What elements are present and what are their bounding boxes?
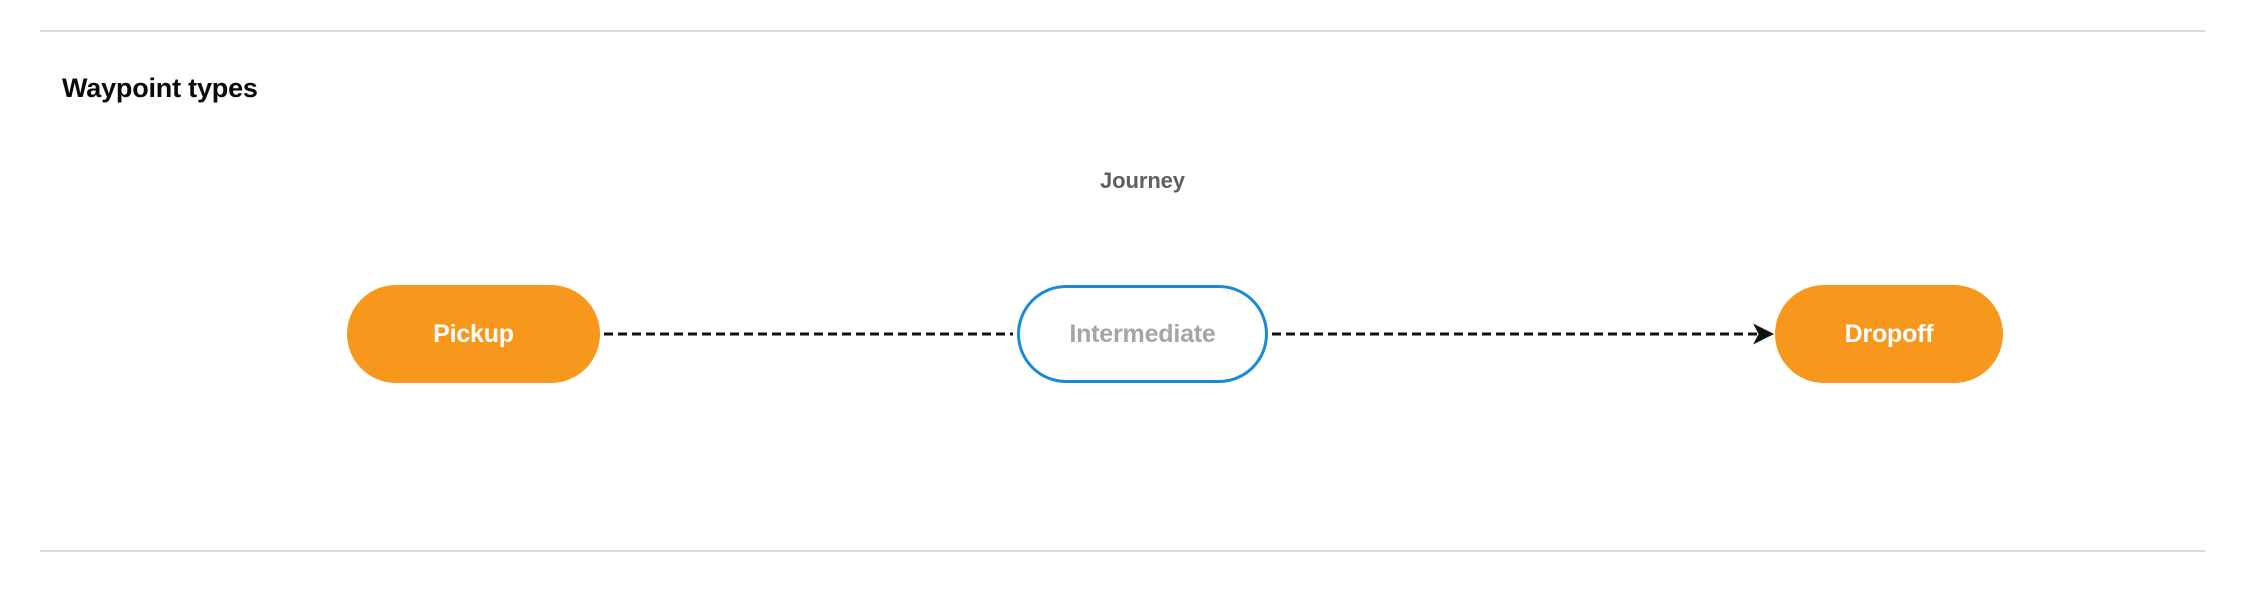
page-title: Waypoint types	[62, 73, 258, 103]
node-pickup[interactable]: Pickup	[347, 285, 600, 383]
section-divider-top	[40, 30, 2205, 32]
diagram-label-journey: Journey	[1100, 168, 1185, 193]
node-intermediate[interactable]: Intermediate	[1017, 285, 1268, 383]
section-divider-bottom	[40, 550, 2205, 552]
node-dropoff[interactable]: Dropoff	[1775, 285, 2003, 383]
